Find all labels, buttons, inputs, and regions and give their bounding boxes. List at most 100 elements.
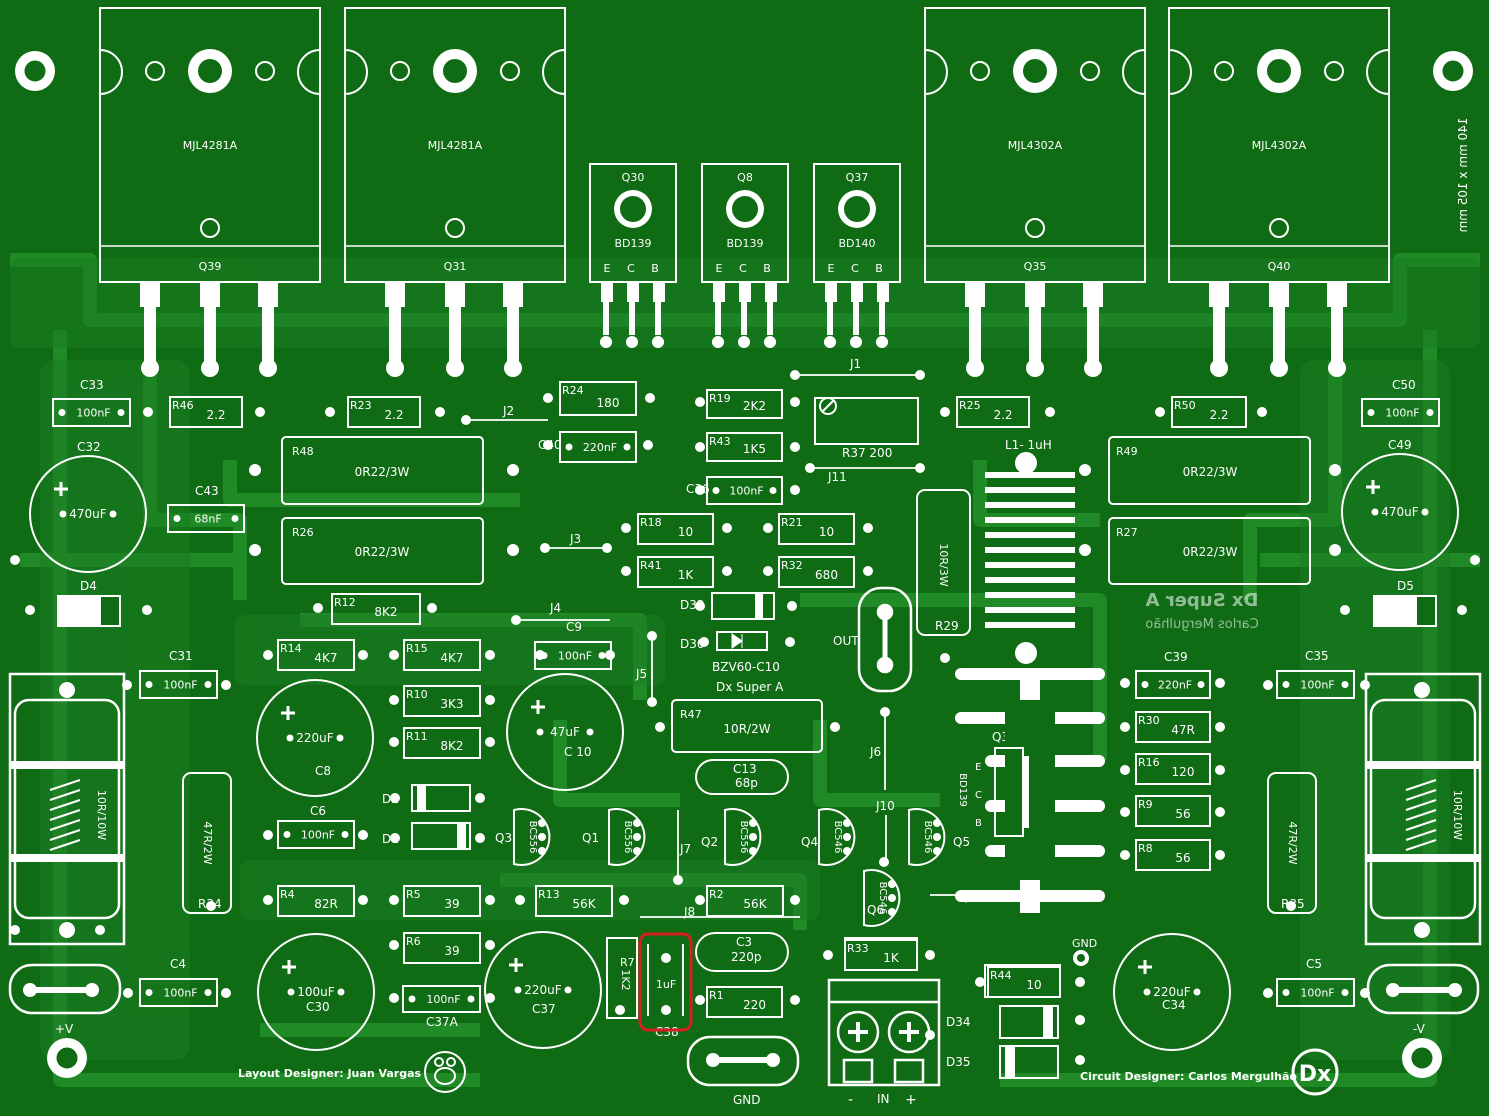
driver-transistor-part: BD139 <box>726 237 763 250</box>
power-connectors <box>8 963 1480 1087</box>
electrolytic-c8: 220uF <box>256 679 374 797</box>
transistor-q1: BC556 <box>608 808 646 866</box>
resistor-ref: R2 <box>709 888 724 901</box>
transistor-part: BC546 <box>832 821 843 854</box>
label-c3v: 220p <box>731 950 762 964</box>
transistor-part: BC546 <box>877 882 888 915</box>
pin-letter: B <box>651 262 659 275</box>
highlight-C38 <box>638 932 693 1032</box>
electrolytic-value: 100uF <box>297 985 335 999</box>
pin-letter: B <box>875 262 883 275</box>
diodes <box>57 592 1437 1079</box>
pin-letter: C <box>627 262 635 275</box>
label-j2: J2 <box>502 404 514 418</box>
resistor-value: 39 <box>444 944 459 958</box>
resistor-value: 47R <box>1171 723 1195 737</box>
transistor-q3: BC556 <box>513 808 551 866</box>
resistor-ref: R19 <box>709 392 731 405</box>
pin-letter: C <box>739 262 747 275</box>
resistor-ref: R11 <box>406 730 428 743</box>
resistor-ref: R13 <box>538 888 560 901</box>
resistor-ref: R50 <box>1174 399 1196 412</box>
pads <box>10 370 1480 1065</box>
capacitor-c36: 100nF <box>706 476 783 505</box>
label-r37: R37 200 <box>842 446 892 460</box>
mounting-holes <box>15 51 1473 1078</box>
power-transistor-ref: Q31 <box>444 260 467 273</box>
pin-letter: E <box>716 262 723 275</box>
resistor-value: 180 <box>597 396 620 410</box>
resistor-value: 2.2 <box>384 408 403 422</box>
electrolytic-value: 220uF <box>524 983 562 997</box>
resistor-ref: R43 <box>709 435 731 448</box>
resistor-value: 56 <box>1175 851 1190 865</box>
transistor-part: BC556 <box>622 821 633 854</box>
resistor-value: 39 <box>444 897 459 911</box>
transistor-q36-part: BD139 <box>957 773 968 807</box>
label-j11: J11 <box>827 470 847 484</box>
driver-transistor-ref: Q30 <box>622 171 645 184</box>
label-j5: J5 <box>635 667 647 681</box>
resistor-ref: R4 <box>280 888 295 901</box>
resistor-value: 10 <box>678 525 693 539</box>
driver-transistor-ref: Q37 <box>846 171 869 184</box>
resistor-value: 1K5 <box>743 442 766 456</box>
transistor-q4: BC546 <box>818 808 856 866</box>
resistor-r26-value: 0R22/3W <box>355 545 410 559</box>
resistor-ref: R21 <box>781 516 803 529</box>
electrolytic-value: 470uF <box>69 507 107 521</box>
resistor-value: 56K <box>743 897 767 911</box>
label-q5: Q5 <box>953 835 970 849</box>
label-d5: D5 <box>1397 579 1414 593</box>
resistor-r47-ref: R47 <box>680 708 702 721</box>
label-d2: D2 <box>382 792 399 806</box>
resistor-ref: R44 <box>990 969 1012 982</box>
output-connector <box>857 586 913 693</box>
power-transistor-part: MJL4281A <box>183 139 238 152</box>
capacitor-value: 100nF <box>558 650 592 663</box>
resistor-ref: R5 <box>406 888 421 901</box>
pin-e: E <box>975 762 981 773</box>
resistor-ref: R33 <box>847 942 869 955</box>
label-out: OUT <box>833 634 859 648</box>
capacitor-value: 220nF <box>583 441 617 454</box>
gnd-testpoint-hole <box>1077 954 1085 962</box>
label-c35: C35 <box>1305 649 1329 663</box>
resistor-r27-value: 0R22/3W <box>1183 545 1238 559</box>
frog-logo <box>424 1051 466 1093</box>
heatsink <box>955 668 1105 913</box>
label-q4: Q4 <box>801 835 818 849</box>
label-plus: + <box>905 1092 917 1108</box>
resistor-ref: R24 <box>562 384 584 397</box>
capacitor-c38-value: 1uF <box>656 978 676 991</box>
resistor-ref: R41 <box>640 559 662 572</box>
resistor-r43: R43 1K5 <box>706 432 783 462</box>
resistor-r7-value: 1K2 <box>619 969 632 990</box>
electrolytic-value: 47uF <box>550 725 580 739</box>
label-j10: J10 <box>875 799 895 813</box>
ceramic-caps <box>606 759 1061 1019</box>
label-c33: C33 <box>80 378 104 392</box>
driver-transistor-part: BD140 <box>838 237 875 250</box>
resistor-value: 120 <box>1172 765 1195 779</box>
electrolytic-c32: 470uF <box>29 455 147 573</box>
capacitor-c9: 100nF <box>534 641 612 670</box>
electrolytic-c10: 47uF <box>506 673 624 791</box>
capacitor-c35: 100nF <box>1276 670 1355 699</box>
label-gnd: GND <box>733 1093 761 1107</box>
label-c39: C39 <box>1164 650 1188 664</box>
electrolytic-value: 470uF <box>1381 505 1419 519</box>
resistor-value: 10 <box>1026 978 1041 992</box>
power-transistor-part: MJL4302A <box>1252 139 1307 152</box>
